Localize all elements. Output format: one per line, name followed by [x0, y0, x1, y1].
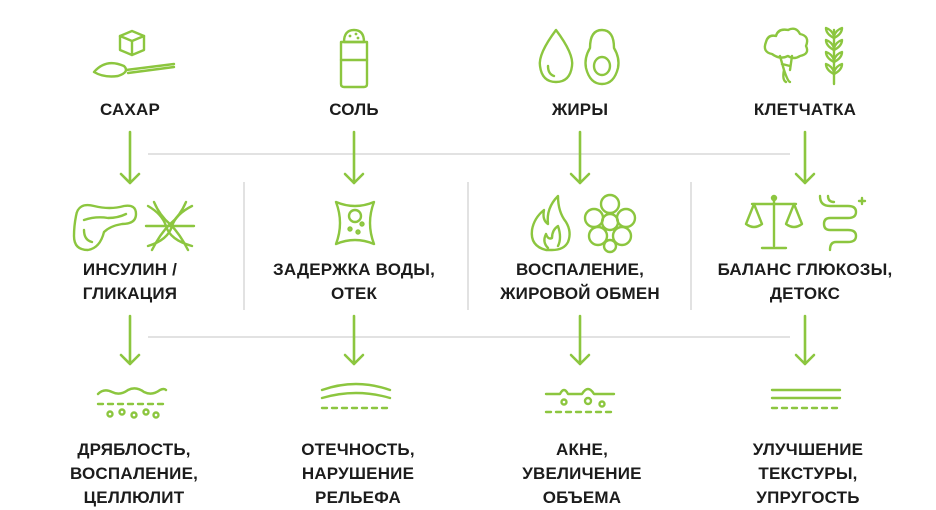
- oil-drop-and-avocado-icon: [538, 28, 620, 86]
- sugar-cube-spoon-icon: [92, 29, 176, 78]
- label-input-salt: СОЛЬ: [329, 100, 379, 119]
- collagen-fibers-icon: [144, 200, 196, 252]
- flame-and-fat-cells-icon: [530, 193, 637, 254]
- pancreas-icon: [72, 203, 138, 252]
- skin-swelling-icon: [320, 382, 392, 410]
- arrow-salt-1: [343, 130, 365, 185]
- label-effect-fats: ВОСПАЛЕНИЕ, ЖИРОВОЙ ОБМЕН: [500, 260, 660, 303]
- skin-bumps-icon: [544, 387, 616, 414]
- label-effect-salt: ЗАДЕРЖКА ВОДЫ, ОТЕК: [273, 260, 435, 303]
- swollen-cushion-icon: [334, 200, 376, 246]
- arrow-sugar-1: [119, 130, 141, 185]
- broccoli-and-wheat-icon: [763, 26, 844, 86]
- flame-icon: [530, 194, 571, 252]
- label-result-fats: АКНЕ, УВЕЛИЧЕНИЕ ОБЪЕМА: [522, 440, 642, 507]
- skin-smooth-icon: [770, 388, 842, 410]
- arrow-fats-1: [569, 130, 591, 185]
- broccoli-icon: [763, 27, 809, 60]
- fat-cells-icon: [583, 193, 637, 254]
- arrow-fats-2: [569, 314, 591, 366]
- label-effect-sugar: ИНСУЛИН / ГЛИКАЦИЯ: [82, 260, 178, 303]
- intestine-icon: [818, 194, 867, 252]
- arrow-salt-2: [343, 314, 365, 366]
- label-input-fiber: КЛЕТЧАТКА: [753, 100, 857, 119]
- scales-and-intestine-icon: [744, 194, 867, 252]
- oil-drop-icon: [538, 28, 574, 84]
- label-result-sugar: ДРЯБЛОСТЬ, ВОСПАЛЕНИЕ, ЦЕЛЛЮЛИТ: [69, 440, 199, 507]
- label-effect-fiber: БАЛАНС ГЛЮКОЗЫ, ДЕТОКС: [717, 260, 893, 303]
- avocado-icon: [584, 28, 620, 86]
- label-input-sugar: САХАР: [99, 100, 161, 119]
- label-input-fats: ЖИРЫ: [551, 100, 609, 119]
- arrow-sugar-2: [119, 314, 141, 366]
- salt-shaker-icon: [339, 28, 369, 89]
- pancreas-and-collagen-icon: [72, 200, 196, 252]
- arrow-fiber-2: [794, 314, 816, 366]
- arrow-fiber-1: [794, 130, 816, 185]
- skin-layer-icon: [96, 387, 168, 419]
- label-result-fiber: УЛУЧШЕНИЕ ТЕКСТУРЫ, УПРУГОСТЬ: [752, 440, 864, 507]
- scales-icon: [744, 194, 804, 250]
- label-result-salt: ОТЕЧНОСТЬ, НАРУШЕНИЕ РЕЛЬЕФА: [301, 440, 415, 507]
